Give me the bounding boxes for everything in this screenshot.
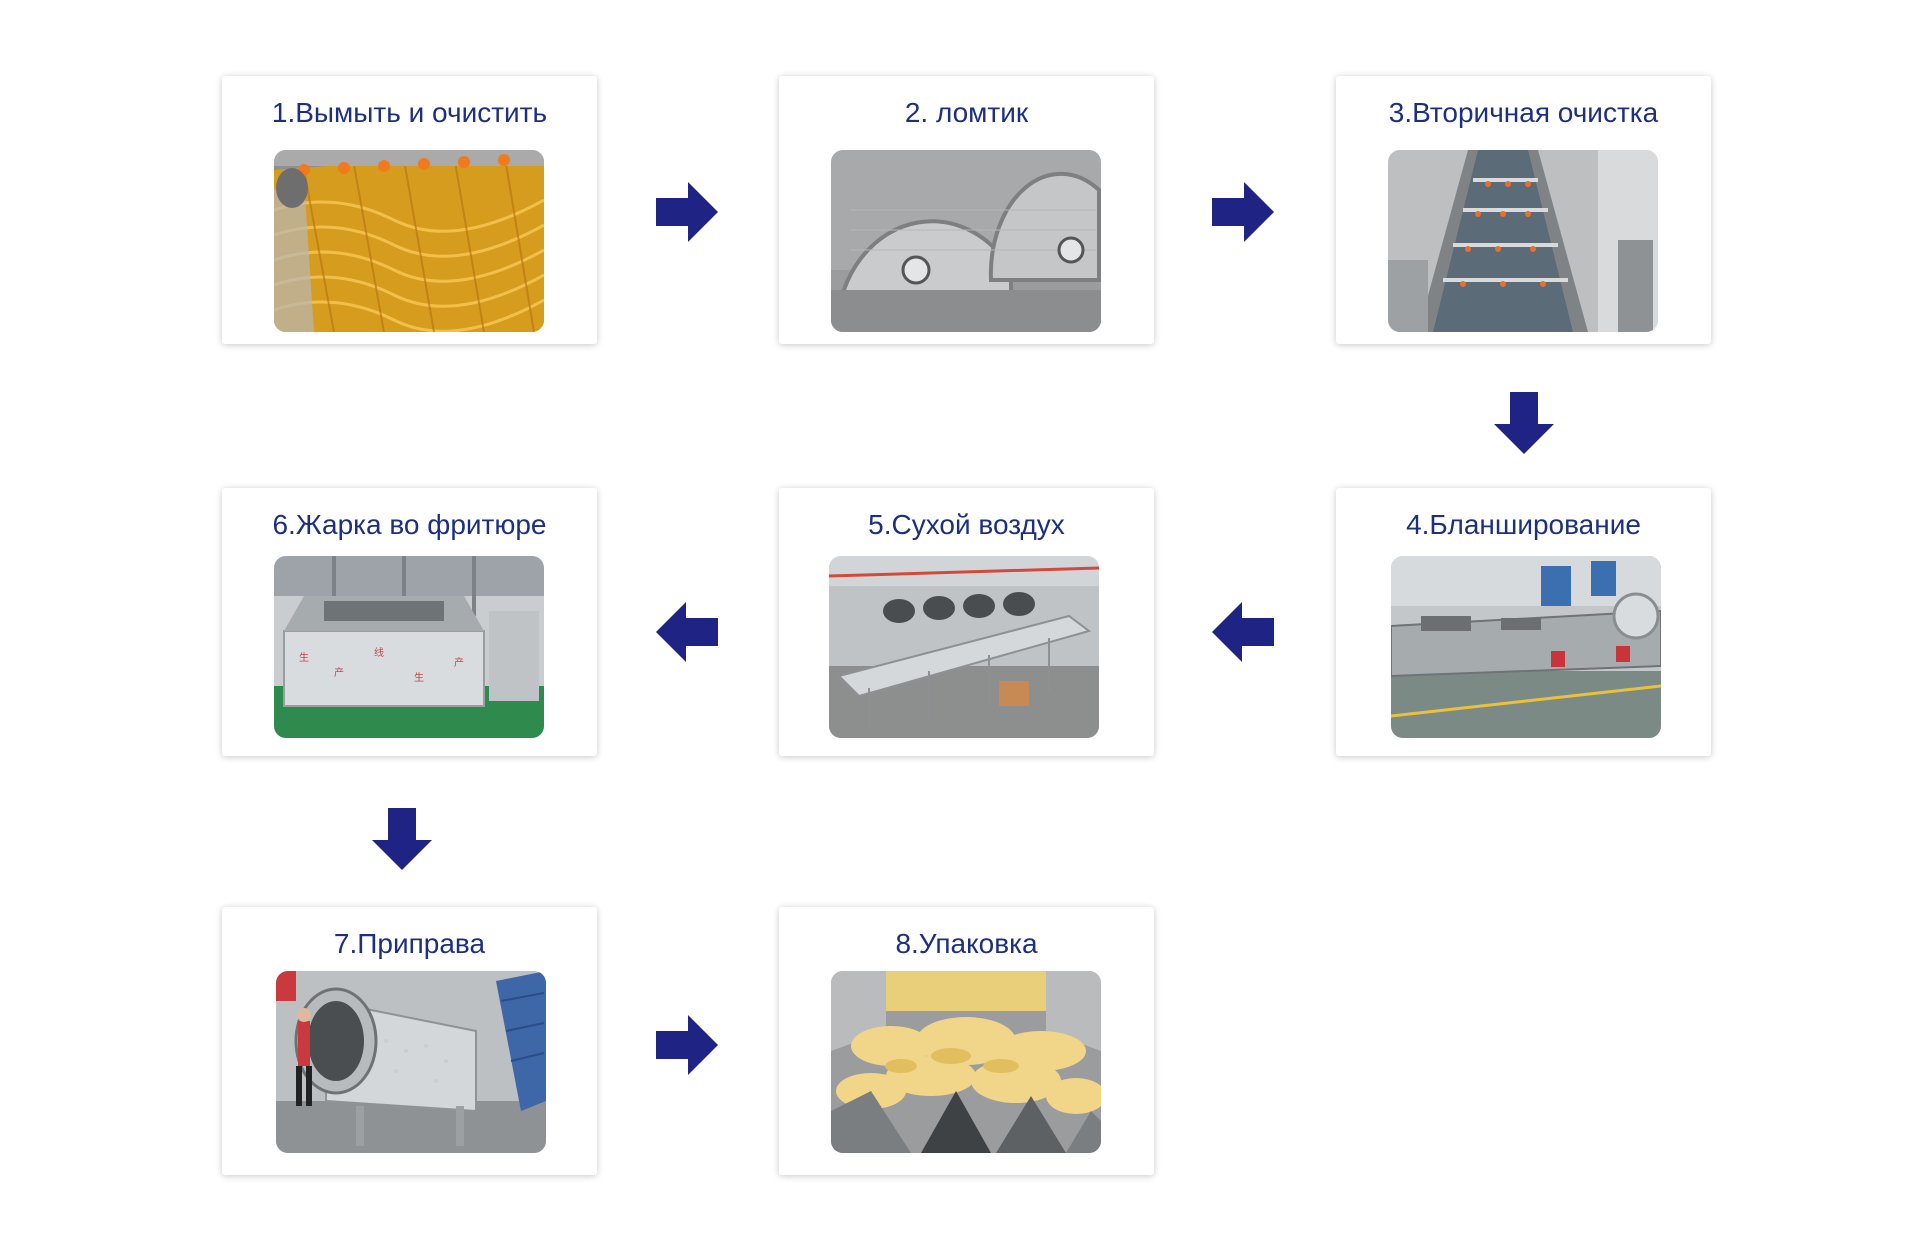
- arrow-left-icon: [656, 602, 718, 662]
- arrow-down-icon: [1494, 392, 1554, 454]
- arrow-right-icon: [1212, 182, 1274, 242]
- svg-text:产: 产: [334, 666, 344, 679]
- step-card-2: 2. ломтик: [779, 76, 1154, 344]
- air-dryer-photo: [829, 556, 1099, 738]
- step-title: 7.Приправа: [333, 928, 486, 959]
- arrow-right-icon: [656, 182, 718, 242]
- packaging-weigher-photo: [831, 971, 1101, 1153]
- step-card-3: 3.Вторичная очистка: [1336, 76, 1711, 344]
- secondary-washer-photo: [1388, 150, 1658, 332]
- fryer-photo: 生产线生产: [274, 556, 544, 738]
- step-card-6: 6.Жарка во фритюре 生产线生产: [222, 488, 597, 756]
- step-title: 6.Жарка во фритюре: [272, 509, 547, 540]
- step-title: 5.Сухой воздух: [868, 509, 1065, 540]
- step-title: 8.Упаковка: [895, 928, 1038, 959]
- washing-peeling-machine-photo: [274, 150, 544, 332]
- step-card-8: 8.Упаковка: [779, 907, 1154, 1175]
- slicer-machine-photo: [831, 150, 1101, 332]
- svg-text:生: 生: [414, 671, 424, 684]
- svg-text:生: 生: [299, 651, 309, 664]
- seasoning-drum-photo: [276, 971, 546, 1153]
- step-card-5: 5.Сухой воздух: [779, 488, 1154, 756]
- step-card-7: 7.Приправа: [222, 907, 597, 1175]
- svg-text:线: 线: [374, 646, 384, 659]
- arrow-left-icon: [1212, 602, 1274, 662]
- step-title: 4.Бланширование: [1406, 509, 1641, 540]
- step-card-4: 4.Бланширование: [1336, 488, 1711, 756]
- step-card-1: 1.Вымыть и очистить: [222, 76, 597, 344]
- arrow-right-icon: [656, 1015, 718, 1075]
- arrow-down-icon: [372, 808, 432, 870]
- step-title: 3.Вторичная очистка: [1388, 97, 1659, 128]
- blanching-line-photo: [1391, 556, 1661, 738]
- step-title: 1.Вымыть и очистить: [271, 97, 548, 128]
- step-title: 2. ломтик: [904, 97, 1029, 128]
- svg-text:产: 产: [454, 656, 464, 669]
